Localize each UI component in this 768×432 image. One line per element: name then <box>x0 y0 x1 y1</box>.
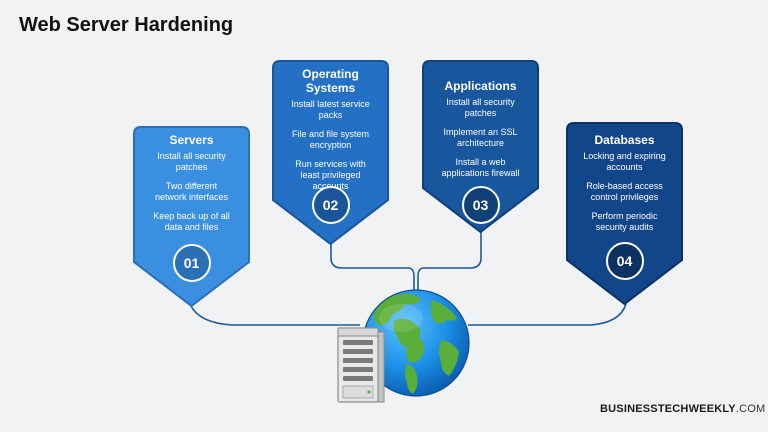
card-number-badge: 01 <box>172 244 211 282</box>
card-servers: Servers Install all security patches Two… <box>133 126 250 308</box>
card-number-badge: 02 <box>311 186 350 224</box>
globe-icon <box>362 289 470 397</box>
card-title: Servers <box>169 133 214 147</box>
card-number-badge: 03 <box>461 186 500 224</box>
brand-watermark: BUSINESSTECHWEEKLY.COM <box>600 403 765 415</box>
card-applications: Applications Install all security patche… <box>422 60 539 234</box>
connector-applications <box>417 232 482 290</box>
card-shape <box>272 60 389 246</box>
card-item: Perform periodic security audits <box>591 211 658 232</box>
brand-domain: .COM <box>735 403 766 415</box>
card-title: Applications <box>444 79 517 93</box>
card-shape <box>133 126 250 308</box>
card-shape <box>422 60 539 234</box>
card-title: Databases <box>594 133 655 147</box>
card-item: Implement an SSL architecture <box>443 127 518 148</box>
card-operating-systems: Operating Systems Install latest service… <box>272 60 389 246</box>
card-number-badge: 04 <box>605 242 644 280</box>
card-title: Operating Systems <box>302 67 359 95</box>
card-item: Keep back up of all data and files <box>153 211 230 232</box>
card-item: Install all security patches <box>446 97 515 118</box>
card-item: Locking and expiring accounts <box>583 151 666 172</box>
card-item: Install all security patches <box>157 151 226 172</box>
connector-operating-systems <box>330 244 415 290</box>
page-title: Web Server Hardening <box>19 14 234 36</box>
brand-name: BUSINESSTECHWEEKLY <box>600 403 736 415</box>
card-item: Role-based access control privileges <box>586 181 663 202</box>
connector-databases <box>468 303 627 326</box>
card-item: File and file system encryption <box>291 129 370 150</box>
card-item: Install latest service packs <box>291 99 370 120</box>
card-shape <box>566 122 683 306</box>
card-item: Install a web applications firewall <box>441 157 520 178</box>
connector-servers <box>190 305 360 326</box>
server-icon <box>337 327 385 403</box>
card-item: Two different network interfaces <box>154 181 229 202</box>
card-databases: Databases Locking and expiring accounts … <box>566 122 683 306</box>
